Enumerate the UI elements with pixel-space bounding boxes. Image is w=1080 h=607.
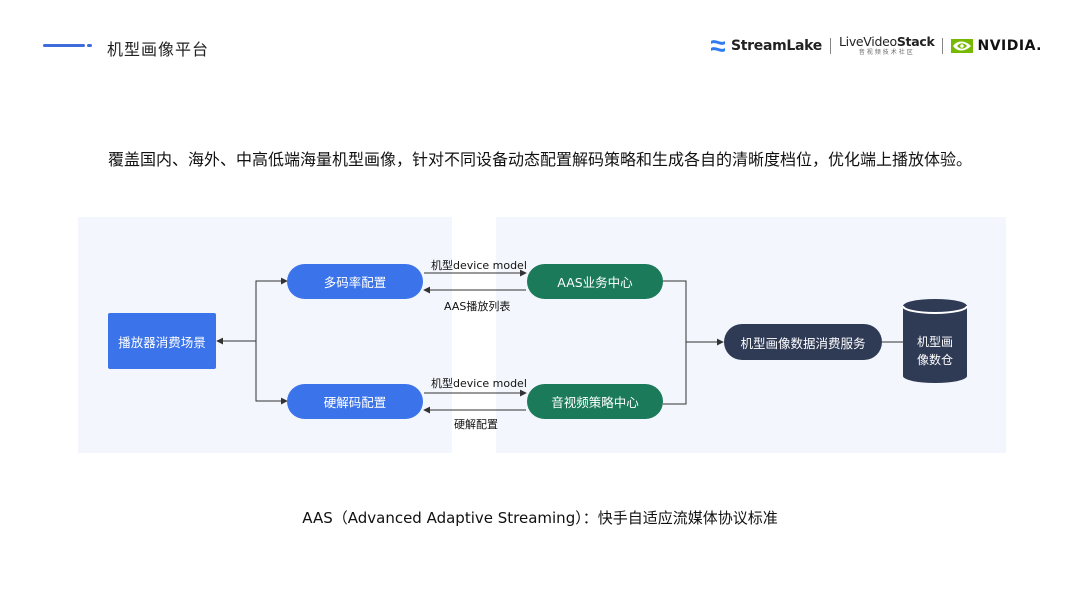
livevideostack-tagline: 音视频技术社区 [858,48,915,56]
node-aas-business-center: AAS业务中心 [527,264,663,299]
edge-label-bottom-backward: 硬解配置 [454,418,498,431]
edge-label-top-backward: AAS播放列表 [444,300,511,313]
title-accent-dot [87,44,92,47]
title-accent-bar [43,44,85,47]
partner-logos: StreamLake LiveVideoStack 音视频技术社区 NVIDIA… [709,34,1042,58]
node-hwdecode-config: 硬解码配置 [287,384,423,419]
node-device-profile-warehouse: 机型画 像数仓 [903,333,967,369]
edge-label-bottom-forward: 机型device model [431,377,527,390]
nvidia-logo: NVIDIA. [951,38,1042,54]
node-player-consumption: 播放器消费场景 [108,313,216,369]
streamlake-icon [710,40,725,52]
logo-divider [829,38,831,54]
warehouse-label-line1: 机型画 [916,335,953,349]
node-multibitrate-config: 多码率配置 [287,264,423,299]
node-av-strategy-center: 音视频策略中心 [527,384,663,419]
page-subtitle: 覆盖国内、海外、中高低端海量机型画像，针对不同设备动态配置解码策略和生成各自的清… [107,150,972,169]
streamlake-wordmark: StreamLake [730,38,822,54]
streamlake-logo: StreamLake [709,38,822,54]
aas-footnote: AAS（Advanced Adaptive Streaming）：快手自适应流媒… [302,509,778,527]
edge-label-top-forward: 机型device model [431,259,527,272]
warehouse-label-line2: 像数仓 [916,353,953,367]
logo-divider [942,38,944,54]
nvidia-eye-icon [951,39,974,53]
page-title: 机型画像平台 [107,40,210,59]
livevideostack-logo: LiveVideoStack 音视频技术社区 [839,36,935,56]
node-profile-data-service: 机型画像数据消费服务 [724,324,882,360]
nvidia-wordmark: NVIDIA. [977,38,1042,54]
livevideostack-wordmark-bold: Stack [896,34,935,50]
livevideostack-wordmark-prefix: LiveVideo [838,34,897,50]
